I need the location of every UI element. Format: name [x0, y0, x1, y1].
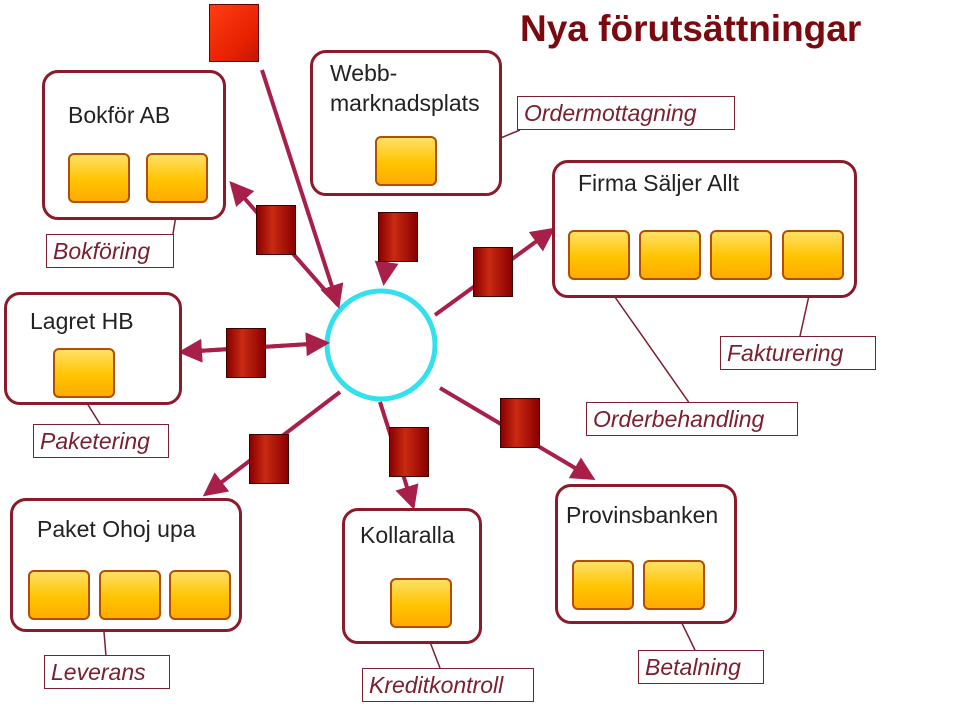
arrow-webb-hub — [260, 69, 344, 309]
application-block — [643, 560, 705, 610]
leader-line — [602, 279, 691, 405]
application-block — [68, 153, 130, 203]
function-label-paketering: Paketering — [33, 424, 169, 458]
application-block — [28, 570, 90, 620]
message-document — [256, 205, 296, 255]
message-document — [473, 247, 513, 297]
application-block — [53, 348, 115, 398]
system-name-bokfor: Bokför AB — [68, 102, 171, 128]
system-name-lagret: Lagret HB — [30, 308, 134, 334]
application-block — [390, 578, 452, 628]
system-name-kollaralla: Kollaralla — [360, 522, 455, 548]
function-label-ordermottagning: Ordermottagning — [517, 96, 735, 130]
application-block — [169, 570, 231, 620]
system-name-provins: Provinsbanken — [566, 502, 719, 528]
message-document-incoming — [209, 4, 259, 62]
system-name-webb-line1: Webb- — [330, 60, 398, 86]
function-label-kreditkontroll: Kreditkontroll — [362, 668, 534, 702]
function-label-leverans: Leverans — [44, 655, 170, 689]
system-name-paket: Paket Ohoj upa — [37, 516, 196, 542]
function-label-bokforing: Bokföring — [46, 234, 174, 268]
application-block — [146, 153, 208, 203]
application-block — [568, 230, 630, 280]
system-name-firma: Firma Säljer Allt — [578, 170, 740, 196]
message-document — [500, 398, 540, 448]
page-title: Nya förutsättningar — [520, 8, 862, 49]
function-label-fakturering: Fakturering — [720, 336, 876, 370]
application-block — [375, 136, 437, 186]
message-document — [226, 328, 266, 378]
application-block — [782, 230, 844, 280]
application-block — [639, 230, 701, 280]
function-label-orderbehandling: Orderbehandling — [586, 402, 798, 436]
application-block — [710, 230, 772, 280]
application-block — [572, 560, 634, 610]
message-document — [378, 212, 418, 262]
system-name-webb-line2: marknadsplats — [330, 90, 480, 116]
hub-ring — [324, 288, 438, 402]
application-block — [99, 570, 161, 620]
message-document — [389, 427, 429, 477]
message-document — [249, 434, 289, 484]
function-label-betalning: Betalning — [638, 650, 764, 684]
